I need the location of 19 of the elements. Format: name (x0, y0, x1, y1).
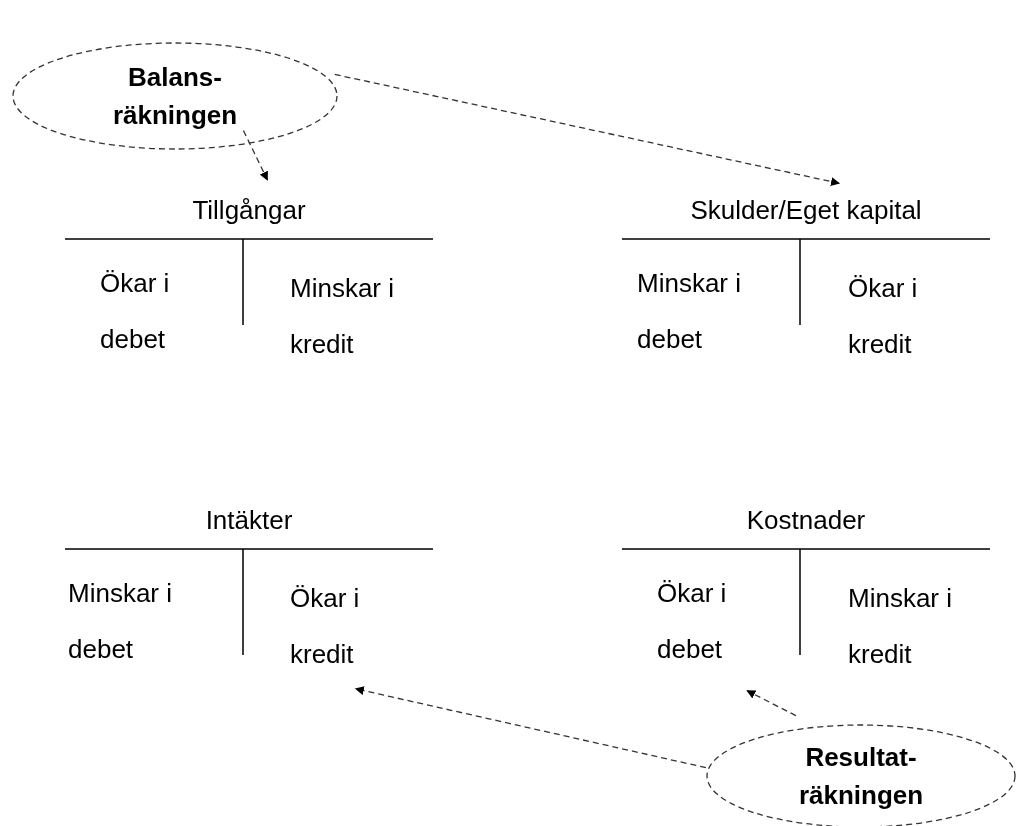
account-debit-text: Ökar i debet (657, 577, 728, 666)
dashed-arrow (354, 686, 707, 769)
account-debit-text: Minskar i debet (637, 267, 742, 356)
account-credit-text: Minskar i kredit (848, 582, 953, 671)
ellipse-node (12, 42, 338, 150)
account-title: Skulder/Eget kapital (689, 194, 923, 227)
account-debit-text: Minskar i debet (68, 577, 173, 666)
node-title: Resultat- räkningen (797, 741, 925, 812)
account-title: Intäkter (204, 504, 294, 537)
account-credit-text: Ökar i kredit (290, 582, 361, 671)
account-credit-text: Minskar i kredit (290, 272, 395, 361)
dashed-arrow (334, 73, 840, 186)
account-credit-text: Ökar i kredit (848, 272, 919, 361)
dashed-arrow (746, 690, 797, 717)
account-title: Tillgångar (191, 194, 307, 227)
account-title: Kostnader (745, 504, 867, 537)
node-title: Balans- räkningen (111, 61, 239, 132)
account-debit-text: Ökar i debet (100, 267, 171, 356)
dashed-arrow (242, 129, 269, 181)
